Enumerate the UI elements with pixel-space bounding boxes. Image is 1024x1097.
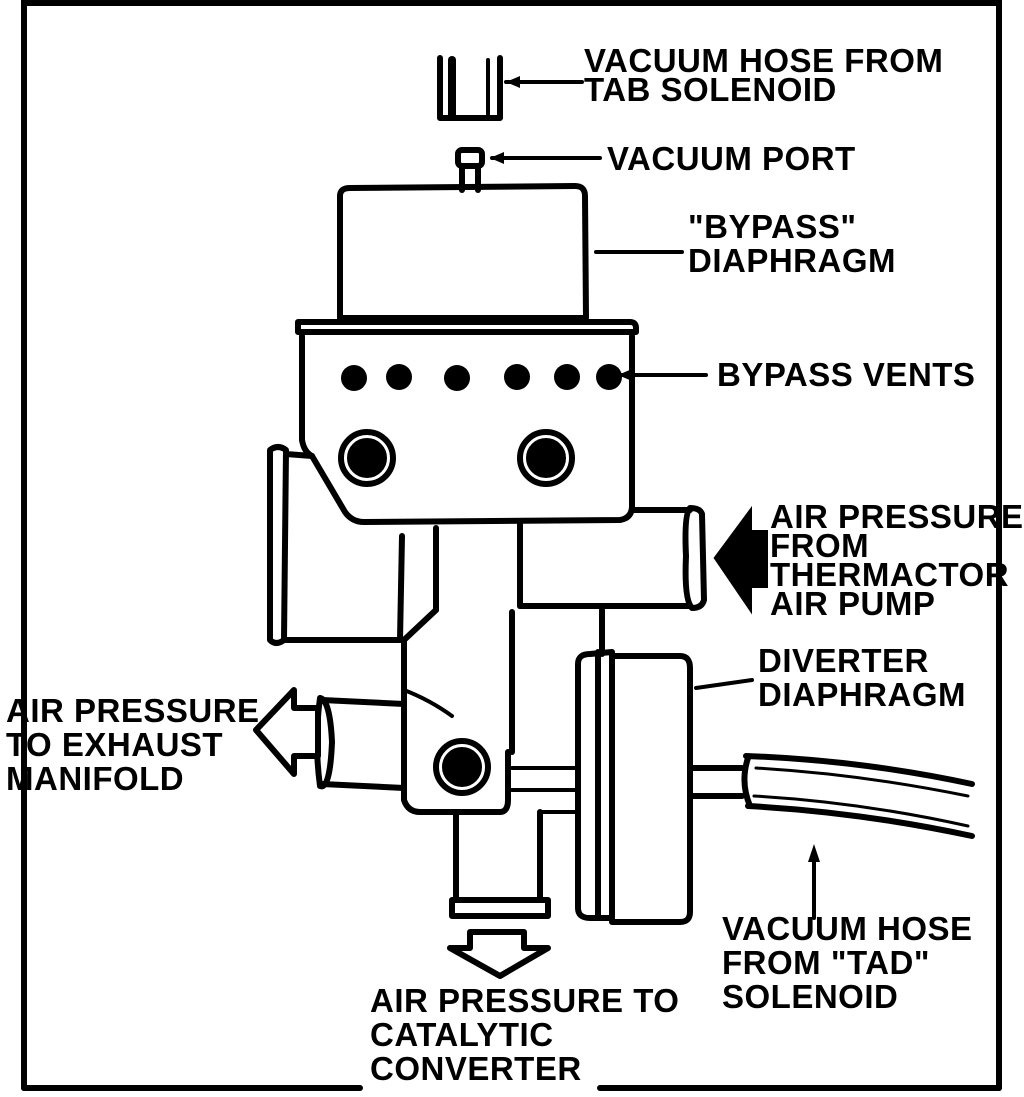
label-line: DIAPHRAGM — [688, 242, 896, 279]
valve-central-body — [401, 607, 605, 815]
label-line: AIR PRESSURE — [770, 498, 1024, 535]
label-bypass-vents: BYPASS VENTS — [717, 358, 975, 392]
exhaust-outlet-tube — [314, 695, 407, 791]
label-line: "BYPASS" — [688, 208, 857, 245]
label-air-to-exhaust: AIR PRESSURE TO EXHAUST MANIFOLD — [6, 694, 260, 796]
label-line: TO EXHAUST — [6, 726, 224, 763]
label-diverter-diaphragm: DIVERTER DIAPHRAGM — [758, 644, 966, 712]
label-line: FROM — [770, 527, 870, 564]
label-vacuum-port: VACUUM PORT — [607, 142, 856, 176]
bypass-vent-housing — [299, 333, 708, 525]
bypass-vent-holes — [341, 364, 622, 391]
mounting-bolts — [338, 429, 575, 796]
label-vacuum-hose-tad: VACUUM HOSE FROM "TAD" SOLENOID — [722, 912, 973, 1014]
label-line: DIAPHRAGM — [758, 676, 966, 713]
label-vacuum-hose-tab: VACUUM HOSE FROM TAB SOLENOID — [584, 42, 944, 108]
figure-frame — [21, 0, 1002, 1091]
label-bypass-diaphragm: "BYPASS" DIAPHRAGM — [688, 210, 896, 278]
label-line: VACUUM HOSE FROM — [584, 42, 944, 79]
tad-vacuum-hose — [741, 753, 975, 920]
label-line: CATALYTIC — [370, 1016, 554, 1053]
flow-arrow-to-exhaust — [253, 687, 321, 777]
label-air-from-pump: AIR PRESSURE FROM THERMACTOR AIR PUMP — [770, 498, 1024, 622]
air-pump-inlet-tube — [433, 505, 707, 613]
catalytic-outlet-tube — [449, 809, 551, 919]
tab-vacuum-hose-connector — [437, 55, 584, 121]
label-line: BYPASS VENTS — [717, 356, 976, 393]
label-line: AIR PUMP — [770, 585, 936, 622]
diverter-diaphragm — [510, 649, 754, 925]
label-line: DIVERTER — [758, 642, 929, 679]
label-line: CONVERTER — [370, 1050, 582, 1087]
label-line: VACUUM PORT — [607, 140, 856, 177]
label-line: AIR PRESSURE TO — [370, 982, 680, 1019]
label-line: THERMACTOR — [770, 556, 1010, 593]
label-line: FROM "TAD" — [722, 944, 930, 981]
label-line: AIR PRESSURE — [6, 692, 260, 729]
flow-arrow-from-pump — [713, 505, 768, 615]
bypass-diaphragm-cap — [295, 183, 684, 335]
label-air-to-catalytic: AIR PRESSURE TO CATALYTIC CONVERTER — [370, 984, 679, 1086]
label-line: SOLENOID — [722, 978, 899, 1015]
label-line: MANIFOLD — [6, 760, 185, 797]
label-line: VACUUM HOSE — [722, 910, 973, 947]
left-inlet-tube — [267, 444, 405, 646]
flow-arrow-to-catalytic — [447, 929, 551, 979]
label-line: TAB SOLENOID — [584, 71, 837, 108]
